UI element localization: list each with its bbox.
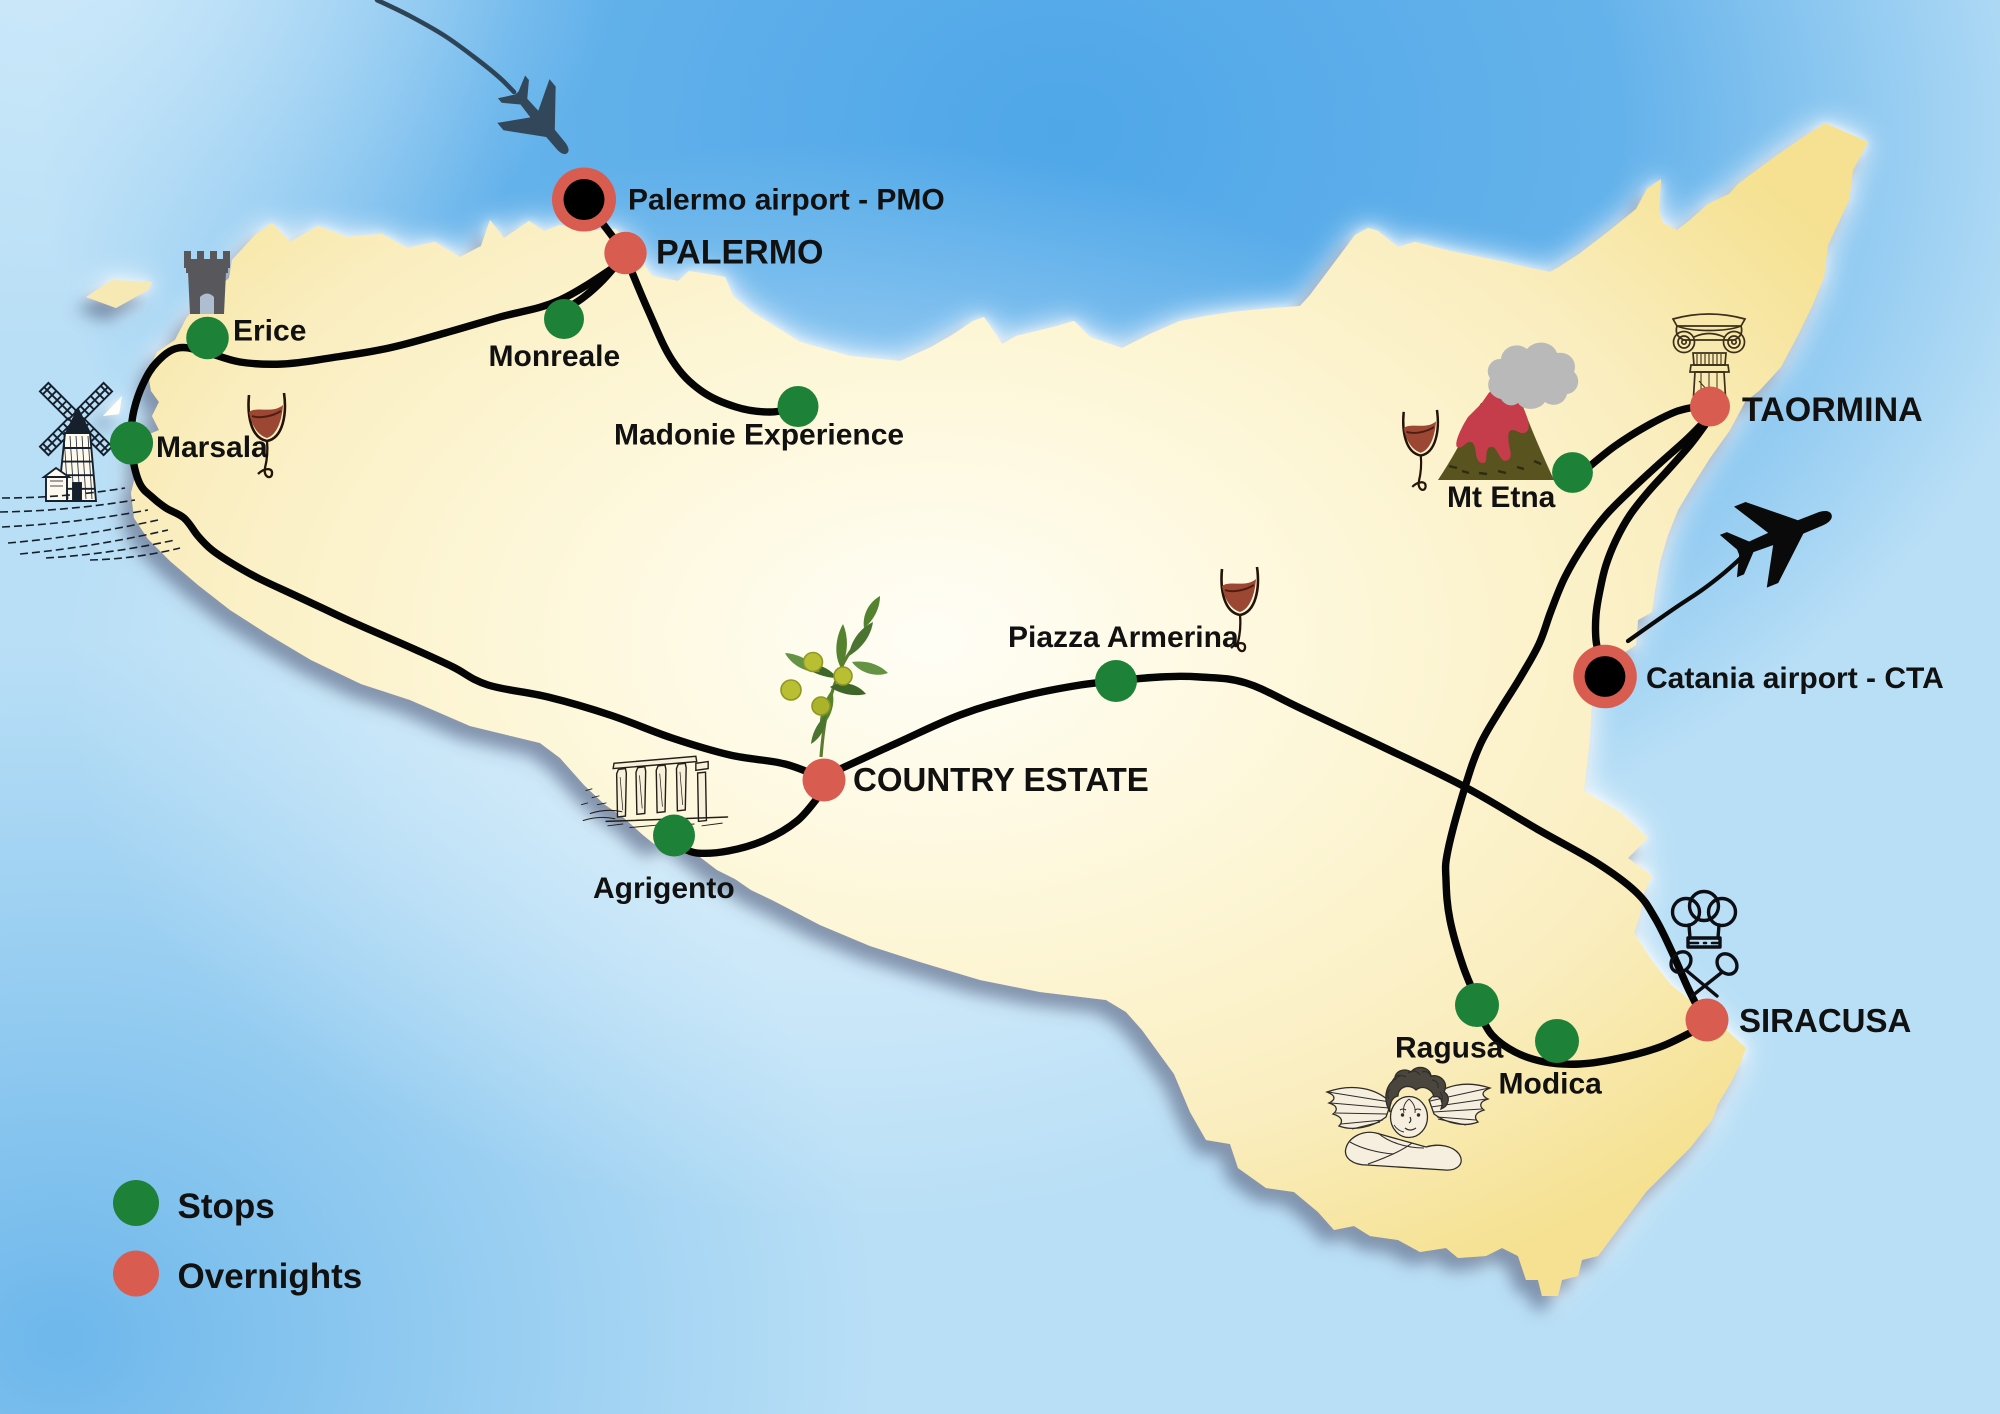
- svg-text:Stops: Stops: [178, 1187, 275, 1226]
- svg-text:Mt Etna: Mt Etna: [1447, 481, 1556, 514]
- svg-text:PALERMO: PALERMO: [656, 234, 823, 272]
- svg-text:Monreale: Monreale: [489, 340, 621, 373]
- svg-text:Piazza Armerina: Piazza Armerina: [1008, 621, 1239, 654]
- svg-text:SIRACUSA: SIRACUSA: [1739, 1002, 1911, 1039]
- svg-text:Marsala: Marsala: [156, 431, 268, 464]
- svg-text:Palermo airport - PMO: Palermo airport - PMO: [628, 184, 945, 217]
- svg-text:Erice: Erice: [233, 315, 306, 348]
- svg-text:Modica: Modica: [1499, 1068, 1603, 1101]
- svg-text:Madonie Experience: Madonie Experience: [614, 419, 904, 452]
- svg-text:Catania airport - CTA: Catania airport - CTA: [1646, 662, 1944, 695]
- svg-text:Agrigento: Agrigento: [593, 872, 735, 905]
- svg-text:Overnights: Overnights: [178, 1257, 363, 1296]
- svg-text:Ragusa: Ragusa: [1395, 1032, 1504, 1065]
- svg-text:TAORMINA: TAORMINA: [1742, 391, 1923, 429]
- svg-text:COUNTRY ESTATE: COUNTRY ESTATE: [853, 761, 1149, 798]
